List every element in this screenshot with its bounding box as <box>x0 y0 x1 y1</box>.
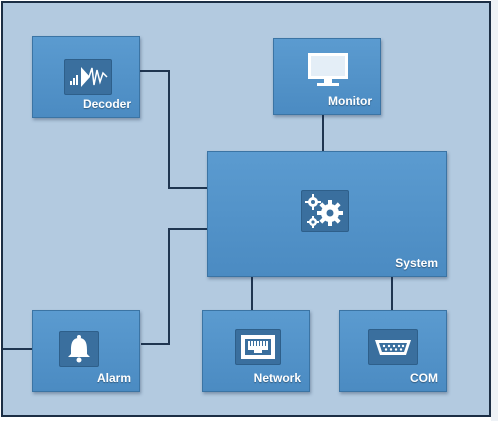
link-decoder-system <box>139 70 208 189</box>
monitor-icon <box>306 51 352 89</box>
monitor-label: Monitor <box>328 94 372 108</box>
right-edge-strip <box>491 0 498 421</box>
ethernet-port-icon <box>235 329 281 365</box>
network-label: Network <box>253 371 301 385</box>
serial-port-icon <box>368 329 418 365</box>
com-label: COM <box>410 371 438 385</box>
network-module[interactable]: Network <box>202 310 310 392</box>
system-diagram-panel: Decoder Monitor <box>1 1 491 417</box>
monitor-module[interactable]: Monitor <box>273 38 381 115</box>
signal-waveform-icon <box>64 59 112 95</box>
com-module[interactable]: COM <box>339 310 447 392</box>
gears-icon <box>301 190 349 232</box>
alarm-module[interactable]: Alarm <box>32 310 140 392</box>
link-alarm-system <box>141 228 208 345</box>
system-label: System <box>395 256 438 270</box>
alarm-label: Alarm <box>96 371 131 385</box>
bell-icon <box>59 331 99 367</box>
system-module[interactable]: System <box>207 151 447 277</box>
decoder-label: Decoder <box>82 97 131 111</box>
connection-lines <box>3 70 393 350</box>
decoder-module[interactable]: Decoder <box>32 36 140 118</box>
